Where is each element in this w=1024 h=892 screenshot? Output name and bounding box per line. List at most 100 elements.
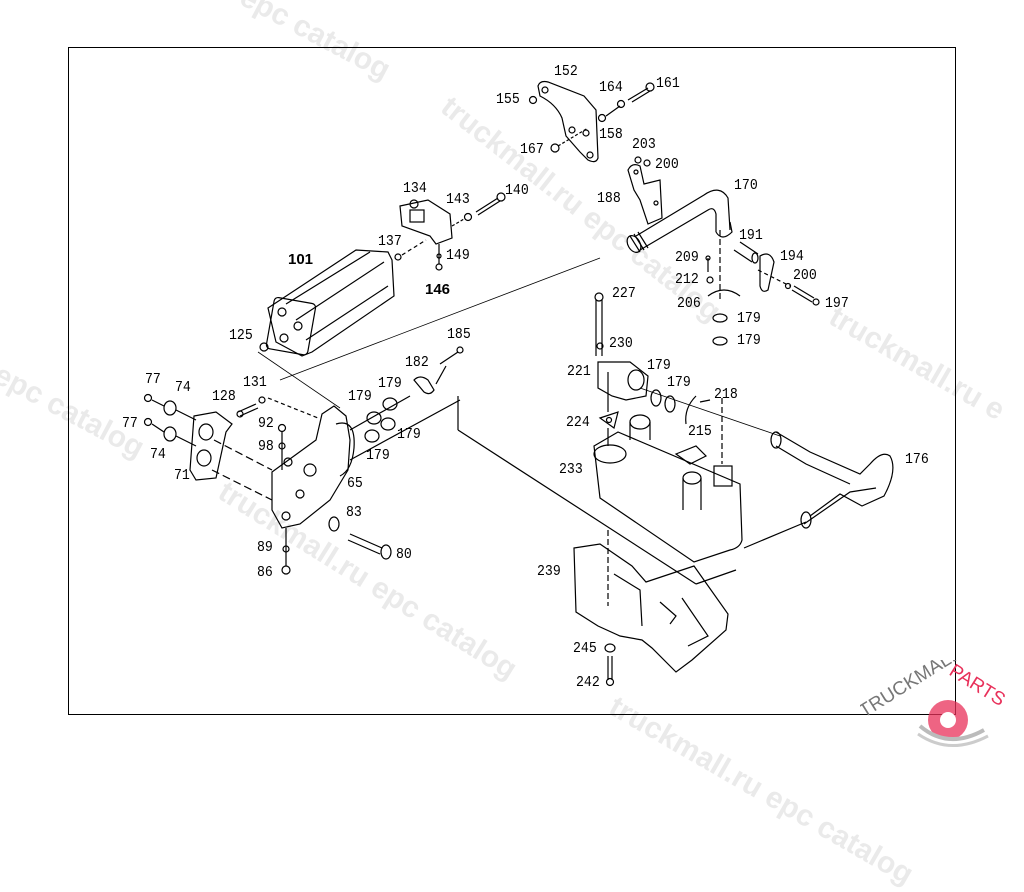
bracket-239[interactable]	[573, 543, 729, 673]
part-label-167[interactable]: 167	[520, 141, 544, 158]
screw-218[interactable]	[699, 399, 711, 403]
part-label-179f[interactable]: 179	[378, 375, 402, 392]
clamp-182[interactable]	[413, 376, 435, 395]
washer-131[interactable]	[258, 396, 266, 404]
part-label-101[interactable]: 101	[288, 251, 314, 268]
part-label-65[interactable]: 65	[347, 475, 363, 492]
part-label-77a[interactable]: 77	[145, 371, 161, 388]
part-label-179b[interactable]: 179	[737, 332, 761, 349]
washer-164[interactable]	[616, 99, 626, 109]
part-label-131[interactable]: 131	[243, 374, 267, 391]
part-label-146[interactable]: 146	[425, 281, 451, 298]
washer-155[interactable]	[528, 95, 538, 105]
bracket-188[interactable]	[627, 164, 663, 225]
part-label-242[interactable]: 242	[576, 674, 600, 691]
pipe-176[interactable]	[770, 431, 894, 529]
washer-200[interactable]	[784, 282, 792, 290]
part-label-134[interactable]: 134	[403, 180, 427, 197]
part-label-221[interactable]: 221	[567, 363, 591, 380]
part-label-89[interactable]: 89	[257, 539, 273, 556]
part-label-233[interactable]: 233	[559, 461, 583, 478]
part-label-179a[interactable]: 179	[737, 310, 761, 327]
part-label-77b[interactable]: 77	[122, 415, 138, 432]
part-label-80[interactable]: 80	[396, 546, 412, 563]
seal-77b[interactable]	[143, 417, 153, 427]
plug-74b[interactable]	[163, 426, 177, 442]
oring-179-pair[interactable]	[650, 389, 676, 413]
part-label-239[interactable]: 239	[537, 563, 561, 580]
part-label-137[interactable]: 137	[378, 233, 402, 250]
seal-137[interactable]	[394, 253, 402, 261]
part-label-182[interactable]: 182	[405, 354, 429, 371]
part-label-125[interactable]: 125	[229, 327, 253, 344]
bolt-185[interactable]	[439, 346, 464, 365]
part-label-149[interactable]: 149	[446, 247, 470, 264]
nut-146[interactable]	[435, 263, 443, 271]
sensor-134[interactable]	[399, 199, 453, 245]
part-label-179h[interactable]: 179	[366, 447, 390, 464]
part-label-140[interactable]: 140	[505, 182, 529, 199]
housing-65[interactable]	[271, 405, 355, 529]
part-label-215[interactable]: 215	[688, 423, 712, 440]
washer-212[interactable]	[706, 276, 714, 284]
part-label-86[interactable]: 86	[257, 564, 273, 581]
part-label-179d[interactable]: 179	[667, 374, 691, 391]
part-label-194[interactable]: 194	[780, 248, 804, 265]
part-label-191[interactable]: 191	[739, 227, 763, 244]
part-label-179c[interactable]: 179	[647, 357, 671, 374]
gasket-71[interactable]	[189, 411, 233, 481]
part-label-152[interactable]: 152	[554, 63, 578, 80]
bolt-197[interactable]	[791, 285, 820, 306]
filter-housing-101[interactable]	[265, 249, 395, 357]
part-label-143[interactable]: 143	[446, 191, 470, 208]
part-label-200a[interactable]: 200	[655, 156, 679, 173]
seal-77a[interactable]	[143, 393, 153, 403]
washer-83[interactable]	[328, 516, 340, 532]
part-label-209[interactable]: 209	[675, 249, 699, 266]
pipe-170[interactable]	[624, 189, 733, 255]
part-label-203[interactable]: 203	[632, 136, 656, 153]
clamp-194[interactable]	[759, 253, 775, 292]
part-label-161[interactable]: 161	[656, 75, 680, 92]
part-label-179g[interactable]: 179	[397, 426, 421, 443]
clip-215[interactable]	[685, 395, 697, 425]
part-label-164[interactable]: 164	[599, 79, 623, 96]
part-label-98[interactable]: 98	[258, 438, 274, 455]
part-label-158[interactable]: 158	[599, 126, 623, 143]
plug-92[interactable]	[277, 423, 287, 433]
part-label-155[interactable]: 155	[496, 91, 520, 108]
part-label-197[interactable]: 197	[825, 295, 849, 312]
part-label-188[interactable]: 188	[597, 190, 621, 207]
bolt-80[interactable]	[347, 533, 392, 560]
part-label-200b[interactable]: 200	[793, 267, 817, 284]
part-label-185[interactable]: 185	[447, 326, 471, 343]
part-label-245[interactable]: 245	[573, 640, 597, 657]
bolt-128[interactable]	[236, 403, 259, 418]
part-label-212[interactable]: 212	[675, 271, 699, 288]
washer-143[interactable]	[463, 212, 473, 222]
flange-221[interactable]	[597, 361, 649, 401]
bolt-161[interactable]	[627, 82, 655, 103]
part-label-74a[interactable]: 74	[175, 379, 191, 396]
part-label-179e[interactable]: 179	[348, 388, 372, 405]
oring-179-upper[interactable]	[712, 313, 728, 346]
washer-230[interactable]	[596, 342, 604, 350]
part-label-230[interactable]: 230	[609, 335, 633, 352]
plug-74a[interactable]	[163, 400, 177, 416]
part-label-170[interactable]: 170	[734, 177, 758, 194]
washer-158[interactable]	[597, 113, 607, 123]
part-label-227[interactable]: 227	[612, 285, 636, 302]
nut-86[interactable]	[281, 565, 291, 575]
part-label-71[interactable]: 71	[174, 467, 190, 484]
bolt-140[interactable]	[475, 192, 506, 216]
part-label-218[interactable]: 218	[714, 386, 738, 403]
nut-167[interactable]	[550, 143, 560, 153]
bolt-242[interactable]	[605, 656, 615, 687]
oil-cooler-233[interactable]	[593, 414, 743, 563]
seal-125[interactable]	[259, 342, 269, 352]
bracket-152[interactable]	[537, 80, 599, 163]
part-label-206[interactable]: 206	[677, 295, 701, 312]
bolt-227[interactable]	[594, 292, 604, 356]
sleeve-191[interactable]	[733, 241, 759, 264]
part-label-74b[interactable]: 74	[150, 446, 166, 463]
